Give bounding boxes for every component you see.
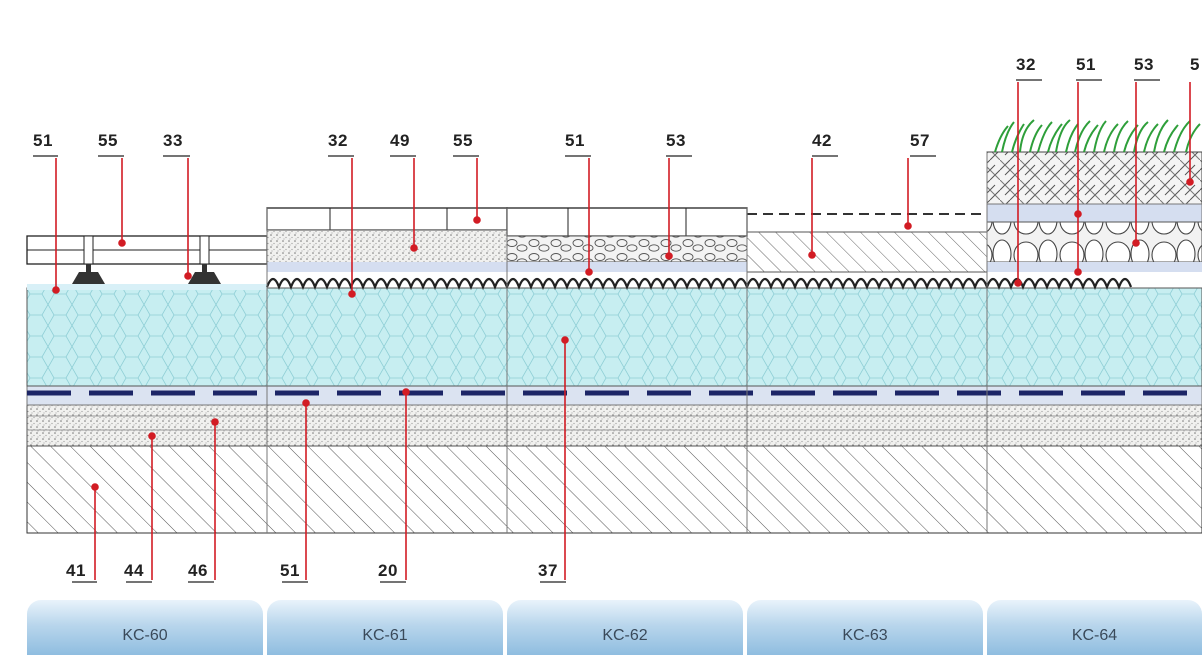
drain-stones-kc64 <box>986 221 1202 263</box>
callout-37: 37 <box>538 561 558 580</box>
water-film <box>27 284 267 290</box>
tab-kc-64[interactable]: KC-64 <box>987 600 1202 655</box>
concrete-slab <box>26 445 1202 534</box>
callout-5: 5 <box>1190 55 1200 74</box>
callout-57: 57 <box>910 131 930 150</box>
pedestal-1 <box>72 264 105 284</box>
callout-53: 53 <box>1134 55 1154 74</box>
tab-kc-60[interactable]: KC-60 <box>27 600 263 655</box>
soil-kc63 <box>746 231 988 273</box>
callout-49: 49 <box>390 131 410 150</box>
callout-51: 51 <box>280 561 300 580</box>
section-drawing <box>26 79 1202 583</box>
gravel-kc62 <box>506 235 748 263</box>
grass <box>994 119 1201 153</box>
tab-kc-63[interactable]: KC-63 <box>747 600 983 655</box>
callout-33: 33 <box>163 131 183 150</box>
insulation-layer <box>26 287 1202 387</box>
callout-51: 51 <box>1076 55 1096 74</box>
screed-layer <box>26 404 1202 447</box>
callout-51: 51 <box>565 131 585 150</box>
callout-41: 41 <box>66 561 86 580</box>
pavers-kc61 <box>266 207 508 231</box>
callout-20: 20 <box>378 561 398 580</box>
callout-55: 55 <box>453 131 473 150</box>
leaders-bottom <box>91 336 569 580</box>
leaders-top <box>52 82 1194 298</box>
callout-46: 46 <box>188 561 208 580</box>
roof-section-diagram: 51 55 33 32 49 55 51 53 42 57 32 51 53 5… <box>26 55 1202 655</box>
tab-kc-62[interactable]: KC-62 <box>507 600 743 655</box>
callout-53: 53 <box>666 131 686 150</box>
callout-51: 51 <box>33 131 53 150</box>
drainage-membrane <box>265 277 1133 291</box>
pavers-kc62 <box>506 207 748 237</box>
callout-32: 32 <box>1016 55 1036 74</box>
tab-kc-61[interactable]: KC-61 <box>267 600 503 655</box>
callout-55: 55 <box>98 131 118 150</box>
pedestal-2 <box>188 264 221 284</box>
callout-44: 44 <box>124 561 144 580</box>
substrate-kc64 <box>986 151 1202 205</box>
callout-32: 32 <box>328 131 348 150</box>
section-dividers <box>266 152 988 533</box>
callout-42: 42 <box>812 131 832 150</box>
